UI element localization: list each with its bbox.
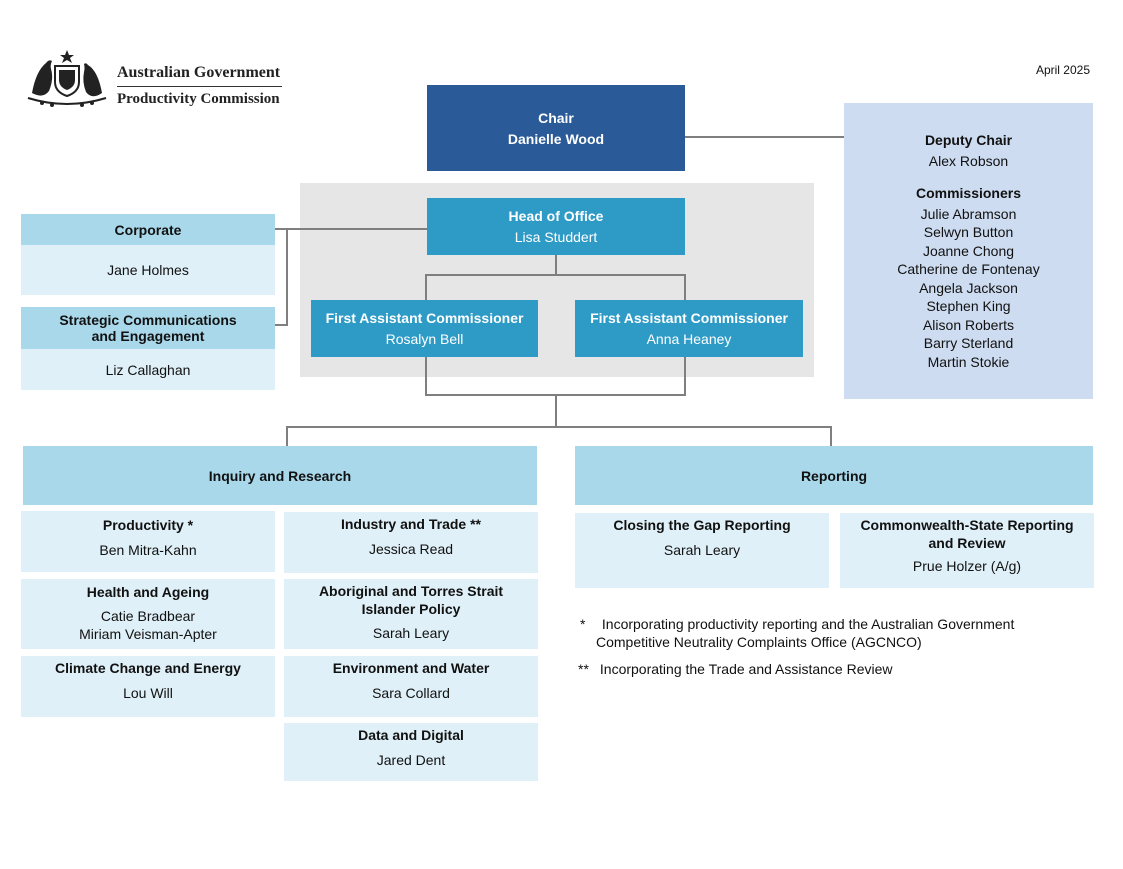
logo-line-1: Australian Government [117, 64, 281, 81]
commissioner-name: Catherine de Fontenay [897, 261, 1040, 277]
unit-title: Industry and Trade ** [340, 516, 482, 532]
connector [425, 274, 686, 276]
unit-name: Prue Holzer (A/g) [912, 558, 1022, 574]
unit-title: Environment and Water [332, 660, 490, 676]
commissioner-name: Martin Stokie [927, 353, 1010, 370]
footnote-text: Incorporating the Trade and Assistance R… [599, 661, 893, 677]
logo-line-2: Productivity Commission [117, 91, 280, 107]
fac-name: Anna Heaney [646, 331, 732, 347]
footnote-1: * Incorporating productivity reporting a… [580, 615, 1100, 651]
chair-box: Chair Danielle Wood [427, 85, 685, 171]
commissioner-name: Barry Sterland [923, 335, 1014, 351]
chair-title: Chair [538, 109, 574, 126]
strategic-name: Liz Callaghan [21, 349, 275, 390]
commissioners-title: Commissioners [915, 185, 1022, 201]
unit-closing-the-gap: Closing the Gap Reporting Sarah Leary [575, 513, 829, 588]
unit-name: Catie Bradbear [100, 608, 196, 624]
fac-box-2: First Assistant Commissioner Anna Heaney [575, 300, 803, 357]
deputy-panel: Deputy Chair Alex Robson Commissioners J… [844, 103, 1093, 399]
corporate-name: Jane Holmes [21, 245, 275, 295]
unit-name: Jessica Read [368, 541, 454, 557]
unit-name: Ben Mitra-Kahn [99, 542, 197, 558]
date-label: April 2025 [1035, 63, 1090, 77]
unit-name: Miriam Veisman-Apter [79, 626, 217, 642]
connector [274, 228, 428, 230]
strategic-title-line1: Strategic Communications [59, 312, 237, 328]
unit-name: Lou Will [123, 685, 173, 701]
unit-title: Closing the Gap Reporting [613, 517, 791, 533]
corporate-header: Corporate [21, 214, 275, 245]
fac-name: Rosalyn Bell [385, 331, 464, 347]
commissioner-name: Alison Roberts [922, 316, 1015, 333]
reporting-header: Reporting [575, 446, 1093, 505]
unit-environment-water: Environment and Water Sara Collard [284, 656, 538, 717]
unit-title: Data and Digital [358, 727, 464, 743]
footnote-text: Competitive Neutrality Complaints Office… [596, 634, 922, 650]
unit-health-ageing: Health and Ageing Catie Bradbear Miriam … [21, 579, 275, 649]
head-of-office-title: Head of Office [508, 208, 604, 224]
connector [684, 274, 686, 300]
strategic-header: Strategic Communications and Engagement [21, 307, 275, 349]
coat-of-arms-icon [27, 50, 107, 107]
commissioner-name: Selwyn Button [923, 224, 1014, 240]
chair-name: Danielle Wood [507, 130, 605, 147]
unit-name: Jared Dent [376, 752, 446, 768]
connector [555, 394, 557, 428]
connector [286, 228, 288, 326]
commissioner-name: Julie Abramson [920, 205, 1017, 222]
unit-data-digital: Data and Digital Jared Dent [284, 723, 538, 781]
connector [830, 426, 832, 446]
unit-title: Climate Change and Energy [55, 660, 241, 676]
unit-productivity: Productivity * Ben Mitra-Kahn [21, 511, 275, 572]
commissioner-name: Joanne Chong [922, 242, 1015, 259]
fac-title: First Assistant Commissioner [325, 310, 524, 326]
footnote-text: Incorporating productivity reporting and… [601, 616, 1015, 632]
footnote-2: ** Incorporating the Trade and Assistanc… [578, 660, 1098, 678]
unit-title: Productivity * [102, 517, 194, 533]
unit-title: Commonwealth-State Reporting and Review [860, 517, 1074, 551]
fac-box-1: First Assistant Commissioner Rosalyn Bel… [311, 300, 538, 357]
connector [684, 136, 844, 138]
unit-commonwealth-state: Commonwealth-State Reporting and Review … [840, 513, 1094, 588]
connector [274, 324, 288, 326]
connector [555, 254, 557, 276]
unit-name: Sarah Leary [372, 625, 450, 641]
unit-aboriginal-policy: Aboriginal and Torres Strait Islander Po… [284, 579, 538, 649]
footnote-marker: * [580, 616, 586, 632]
commissioner-name: Angela Jackson [919, 279, 1018, 296]
connector [425, 356, 427, 396]
unit-climate-energy: Climate Change and Energy Lou Will [21, 656, 275, 717]
head-of-office-name: Lisa Studdert [514, 229, 598, 245]
unit-industry-trade: Industry and Trade ** Jessica Read [284, 512, 538, 573]
footnote-marker: ** [578, 661, 589, 677]
connector [684, 356, 686, 396]
unit-title: Aboriginal and Torres Strait Islander Po… [318, 583, 504, 617]
fac-title: First Assistant Commissioner [590, 310, 788, 326]
connector [425, 274, 427, 300]
unit-name: Sara Collard [372, 685, 450, 701]
connector [286, 426, 288, 446]
connector [286, 426, 832, 428]
logo: Australian Government Productivity Commi… [22, 48, 292, 110]
inquiry-header: Inquiry and Research [23, 446, 537, 505]
unit-name: Sarah Leary [663, 542, 741, 558]
unit-title: Health and Ageing [86, 584, 210, 600]
commissioner-name: Stephen King [926, 298, 1011, 314]
logo-divider [117, 86, 282, 87]
deputy-chair-name: Alex Robson [928, 152, 1009, 169]
strategic-title-line2: and Engagement [91, 328, 205, 344]
deputy-chair-title: Deputy Chair [924, 132, 1013, 148]
head-of-office-box: Head of Office Lisa Studdert [427, 198, 685, 255]
